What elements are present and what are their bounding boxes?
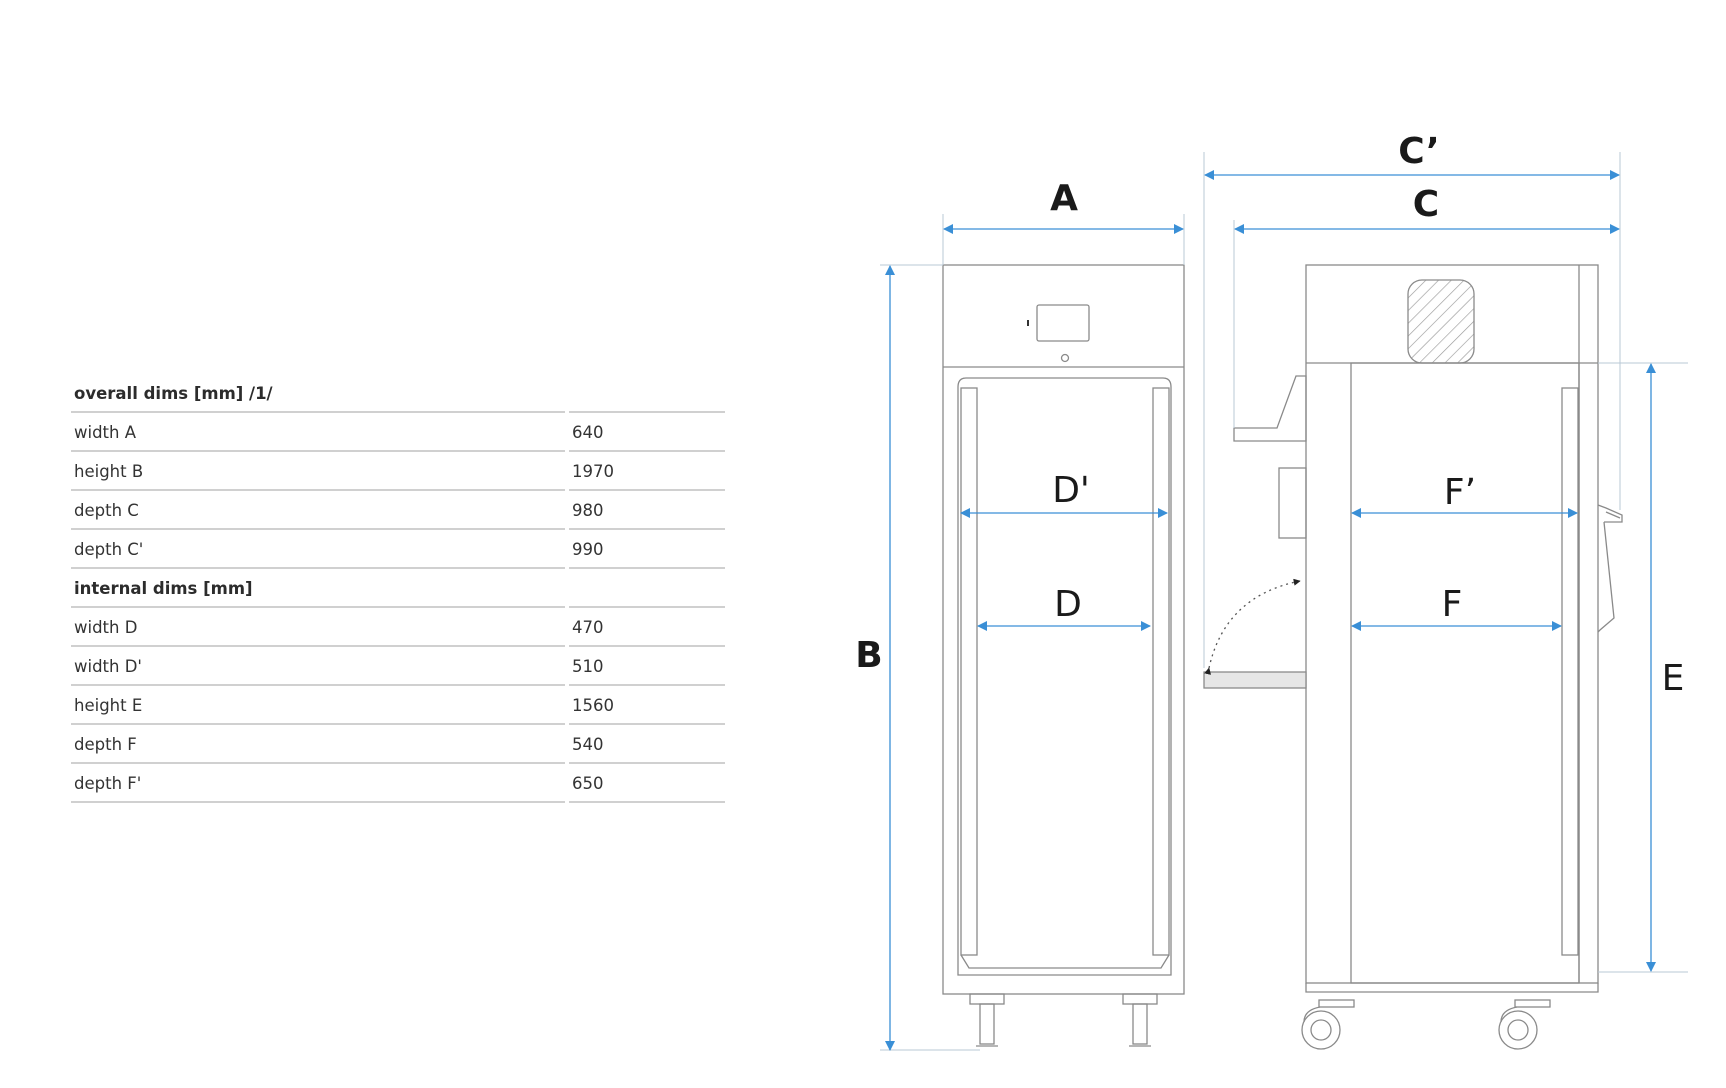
table-row: width A 640: [68, 413, 725, 452]
lock-icon: [1060, 353, 1070, 363]
table-section-header: overall dims [mm] /1/: [68, 374, 725, 413]
table-cell-label: height B: [74, 462, 144, 481]
open-door-panel: [1278, 467, 1307, 539]
dimensions-table: overall dims [mm] /1/ width A 640 height…: [68, 374, 725, 803]
dim-label-D-prime: D': [1052, 470, 1090, 511]
table-cell-label: width D': [74, 657, 142, 676]
dim-label-C-prime: C’: [1398, 131, 1439, 172]
door-gasket-right: [1152, 387, 1170, 956]
table-cell-value: 640: [572, 423, 604, 442]
table-cell-value: 470: [572, 618, 604, 637]
caster-plate-right: [1514, 999, 1551, 1008]
table-row: height B 1970: [68, 452, 725, 491]
dimension-lines: [885, 170, 1656, 1051]
table-cell-label: depth F': [74, 774, 142, 793]
caster-mount-left: [1305, 983, 1599, 993]
table-cell-label: width D: [74, 618, 138, 637]
leveling-foot-right: [1122, 993, 1158, 1005]
door-bottom-rail: [960, 954, 1170, 969]
table-cell-value: 990: [572, 540, 604, 559]
table-row: depth F' 650: [68, 764, 725, 803]
interior-chamber: [1350, 362, 1580, 984]
dim-label-D: D: [1054, 584, 1082, 625]
rear-rail: [1561, 387, 1579, 956]
table-cell-value: 650: [572, 774, 604, 793]
dim-label-A: A: [1050, 178, 1078, 219]
leveling-foot-right-stem: [1132, 1003, 1148, 1045]
table-row: width D' 510: [68, 647, 725, 686]
door-swing-arc: [1204, 578, 1301, 675]
table-section-header: internal dims [mm]: [68, 569, 725, 608]
leveling-foot-left-stem: [979, 1003, 995, 1045]
table-row: width D 470: [68, 608, 725, 647]
caster-wheel-left: [1301, 1010, 1341, 1050]
dim-label-B: B: [855, 635, 882, 676]
table-cell-label: height E: [74, 696, 143, 715]
side-view: [1203, 264, 1623, 1050]
cabinet-body-front: [942, 264, 1185, 995]
door-gasket-left: [960, 387, 978, 956]
table-row: height E 1560: [68, 686, 725, 725]
open-door-handle-bracket: [1233, 375, 1307, 442]
caster-wheel-right: [1498, 1010, 1538, 1050]
section-title: overall dims [mm] /1/: [74, 384, 273, 403]
table-cell-value: 980: [572, 501, 604, 520]
table-cell-value: 510: [572, 657, 604, 676]
rear-vent: [1597, 504, 1623, 633]
dim-label-C: C: [1413, 184, 1439, 225]
caster-plate-left: [1318, 999, 1355, 1008]
section-title: internal dims [mm]: [74, 579, 253, 598]
dim-label-E: E: [1662, 658, 1685, 699]
table-cell-value: 1560: [572, 696, 614, 715]
compressor-housing: [1407, 279, 1475, 364]
dim-label-F-prime: F’: [1444, 472, 1476, 513]
display-screen: [1036, 304, 1090, 342]
front-view: [942, 264, 1185, 1047]
table-cell-label: depth F: [74, 735, 137, 754]
table-cell-value: 1970: [572, 462, 614, 481]
table-row: depth C' 990: [68, 530, 725, 569]
extension-lines: [880, 152, 1688, 1051]
table-row: depth F 540: [68, 725, 725, 764]
door-outline: [957, 377, 1172, 976]
table-cell-value: 540: [572, 735, 604, 754]
open-door-shelf: [1203, 671, 1307, 689]
leveling-foot-left: [969, 993, 1005, 1005]
dim-label-F: F: [1442, 584, 1463, 625]
table-row: depth C 980: [68, 491, 725, 530]
table-cell-label: depth C': [74, 540, 144, 559]
table-cell-label: width A: [74, 423, 137, 442]
table-cell-label: depth C: [74, 501, 139, 520]
